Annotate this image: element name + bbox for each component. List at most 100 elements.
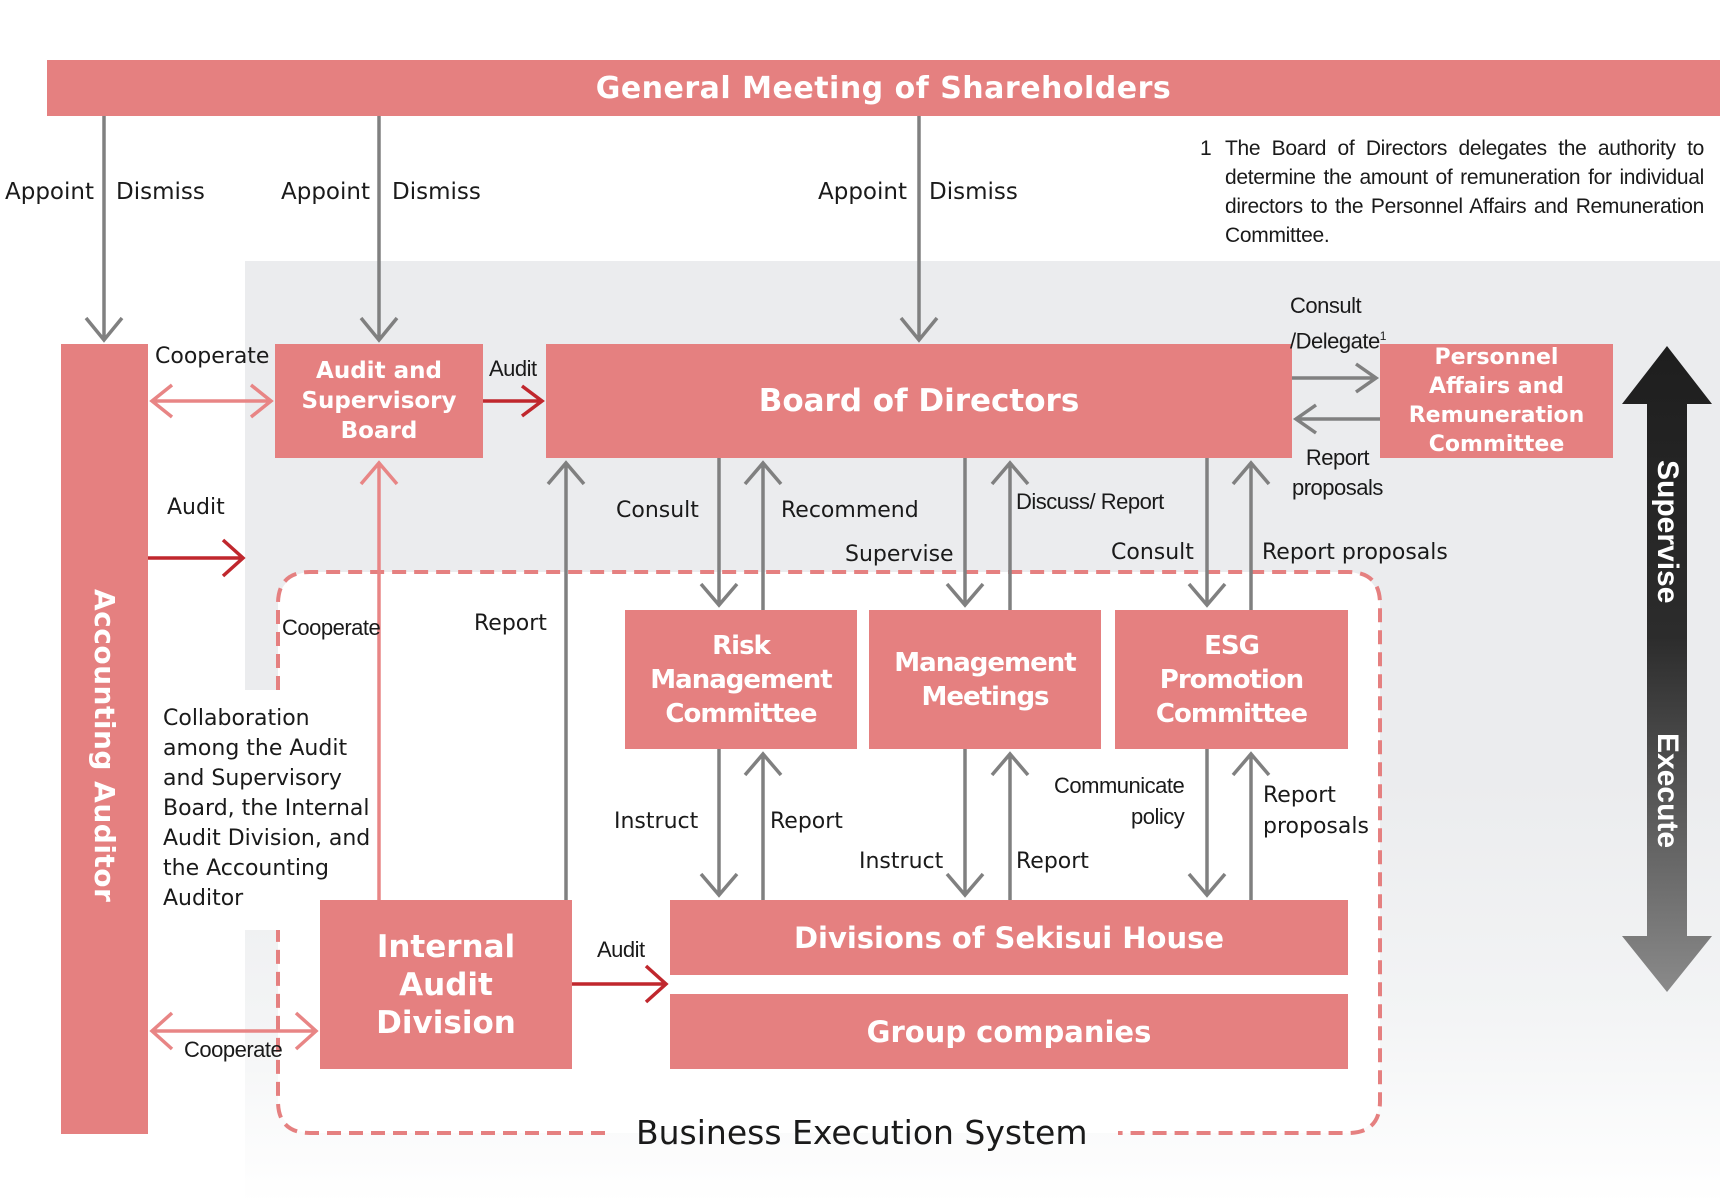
consult-delegate-label: Consult /Delegate1 — [1290, 291, 1386, 356]
report-mm-label: Report — [1016, 849, 1089, 874]
general-meeting-label: General Meeting of Shareholders — [595, 70, 1172, 106]
report-text: Report — [1305, 445, 1370, 470]
audit-internal-label: Audit — [597, 937, 645, 962]
mm-line-1: Management — [894, 647, 1076, 678]
arrow-gm-to-asb — [359, 116, 399, 343]
risk-line-1: Risk — [712, 630, 771, 661]
cooperate-inner-label: Cooperate — [282, 615, 381, 640]
note-line: Collaboration — [163, 706, 310, 731]
policy-text: policy — [1130, 804, 1185, 829]
arrow-esg-to-board — [1231, 460, 1271, 610]
mm-line-2: Meetings — [921, 681, 1049, 712]
arrow-internal-audit-to-board — [546, 460, 586, 900]
esg-promotion-committee-box[interactable]: ESG Promotion Committee — [1115, 610, 1348, 749]
delegate-text: /Delegate — [1290, 328, 1380, 354]
group-companies-label: Group companies — [866, 1014, 1152, 1049]
arrow-divisions-to-mm — [990, 751, 1030, 900]
divisions-label: Divisions of Sekisui House — [793, 920, 1225, 955]
supervise-label: Supervise — [1651, 460, 1684, 604]
audit-label-accounting: Audit — [167, 495, 225, 520]
esg-line-1: ESG — [1204, 630, 1260, 661]
arrow-board-to-esg — [1187, 458, 1227, 608]
note-line: and Supervisory — [163, 766, 342, 791]
communicate-policy-label: Communicate policy — [1054, 770, 1185, 832]
proposals-text: proposals — [1263, 814, 1369, 839]
divisions-box[interactable]: Divisions of Sekisui House — [670, 900, 1348, 975]
asb-line-1: Audit and — [316, 358, 442, 384]
audit-label-asb: Audit — [489, 356, 537, 381]
arrow-accounting-audit — [148, 538, 246, 578]
report-risk-label: Report — [770, 809, 843, 834]
note-line: among the Audit — [163, 736, 348, 761]
risk-management-committee-box[interactable]: Risk Management Committee — [625, 610, 857, 749]
report-text: Report — [1263, 783, 1336, 808]
general-meeting-banner[interactable]: General Meeting of Shareholders — [47, 60, 1720, 116]
dismiss-label-asb: Dismiss — [392, 179, 481, 205]
report-proposals-par-label: Report proposals — [1292, 443, 1383, 503]
note-line: Board, the Internal — [163, 796, 370, 821]
par-line-2: Affairs and — [1428, 374, 1565, 399]
risk-line-2: Management — [650, 664, 832, 695]
report-proposals-esg-label: Report proposals — [1262, 540, 1448, 565]
risk-line-3: Committee — [665, 698, 817, 729]
accounting-auditor-box[interactable]: Accounting Auditor — [61, 344, 148, 1134]
cooperate-label-top: Cooperate — [155, 344, 270, 369]
proposals-text: proposals — [1292, 475, 1383, 500]
ia-line-3: Division — [376, 1004, 516, 1041]
footnote: 1 The Board of Directors delegates the a… — [1200, 134, 1704, 250]
appoint-label-board: Appoint — [818, 179, 907, 205]
instruct-mm-label: Instruct — [859, 849, 944, 874]
arrow-gm-to-accounting — [84, 116, 124, 343]
execute-label: Execute — [1651, 733, 1684, 849]
par-line-4: Committee — [1428, 432, 1565, 457]
business-execution-system-label: Business Execution System — [636, 1113, 1088, 1152]
asb-line-3: Board — [340, 418, 418, 444]
business-execution-border — [276, 570, 1382, 1135]
discuss-report-label: Discuss/ Report — [1016, 489, 1164, 514]
arrow-asb-audit-board — [483, 384, 545, 418]
consult-risk-label: Consult — [616, 498, 699, 523]
recommend-label: Recommend — [781, 498, 919, 523]
supervise-mm-label: Supervise — [845, 542, 954, 567]
group-companies-box[interactable]: Group companies — [670, 994, 1348, 1069]
arrow-board-to-mm — [945, 458, 985, 608]
audit-supervisory-board-box[interactable]: Audit and Supervisory Board — [275, 344, 483, 458]
arrow-divisions-to-esg — [1231, 751, 1271, 900]
arrow-mm-to-board — [990, 460, 1030, 610]
internal-audit-division-box[interactable]: Internal Audit Division — [320, 900, 572, 1069]
footnote-ref: 1 — [1379, 329, 1387, 343]
esg-line-3: Committee — [1155, 698, 1308, 729]
note-line: Auditor — [163, 886, 244, 911]
par-line-1: Personnel — [1434, 345, 1559, 370]
arrow-esg-to-divisions — [1187, 749, 1227, 898]
arrow-internal-audit-to-asb — [359, 460, 399, 900]
note-line: Audit Division, and — [163, 826, 371, 851]
arrow-divisions-to-risk — [743, 751, 783, 900]
arrow-risk-to-divisions — [699, 749, 739, 898]
asb-line-2: Supervisory — [301, 388, 457, 414]
esg-line-2: Promotion — [1159, 664, 1304, 695]
ia-line-2: Audit — [399, 966, 493, 1003]
management-meetings-box[interactable]: Management Meetings — [869, 610, 1101, 749]
dismiss-label-board: Dismiss — [929, 179, 1018, 205]
board-of-directors-label: Board of Directors — [758, 383, 1080, 419]
footnote-text: The Board of Directors delegates the aut… — [1225, 137, 1704, 247]
supervise-execute-arrow — [1622, 346, 1712, 992]
dismiss-label-accounting: Dismiss — [116, 179, 205, 205]
arrow-accounting-asb-cooperate — [149, 383, 274, 419]
board-of-directors-box[interactable]: Board of Directors — [546, 344, 1292, 458]
collaboration-note: Collaboration among the Audit and Superv… — [163, 704, 370, 914]
arrow-board-to-risk — [699, 458, 739, 608]
appoint-label-accounting: Appoint — [5, 179, 94, 205]
note-background — [245, 690, 279, 930]
personnel-affairs-committee-box[interactable]: Personnel Affairs and Remuneration Commi… — [1380, 344, 1613, 458]
par-line-3: Remuneration — [1408, 403, 1585, 428]
footnote-number: 1 — [1200, 137, 1212, 160]
consult-text: Consult — [1290, 293, 1362, 318]
arrow-gm-to-board — [899, 116, 939, 343]
arrow-board-to-par — [1292, 362, 1380, 394]
cooperate-bottom-label: Cooperate — [184, 1037, 283, 1062]
consult-esg-label: Consult — [1111, 540, 1194, 565]
report-internal-label: Report — [474, 611, 547, 636]
